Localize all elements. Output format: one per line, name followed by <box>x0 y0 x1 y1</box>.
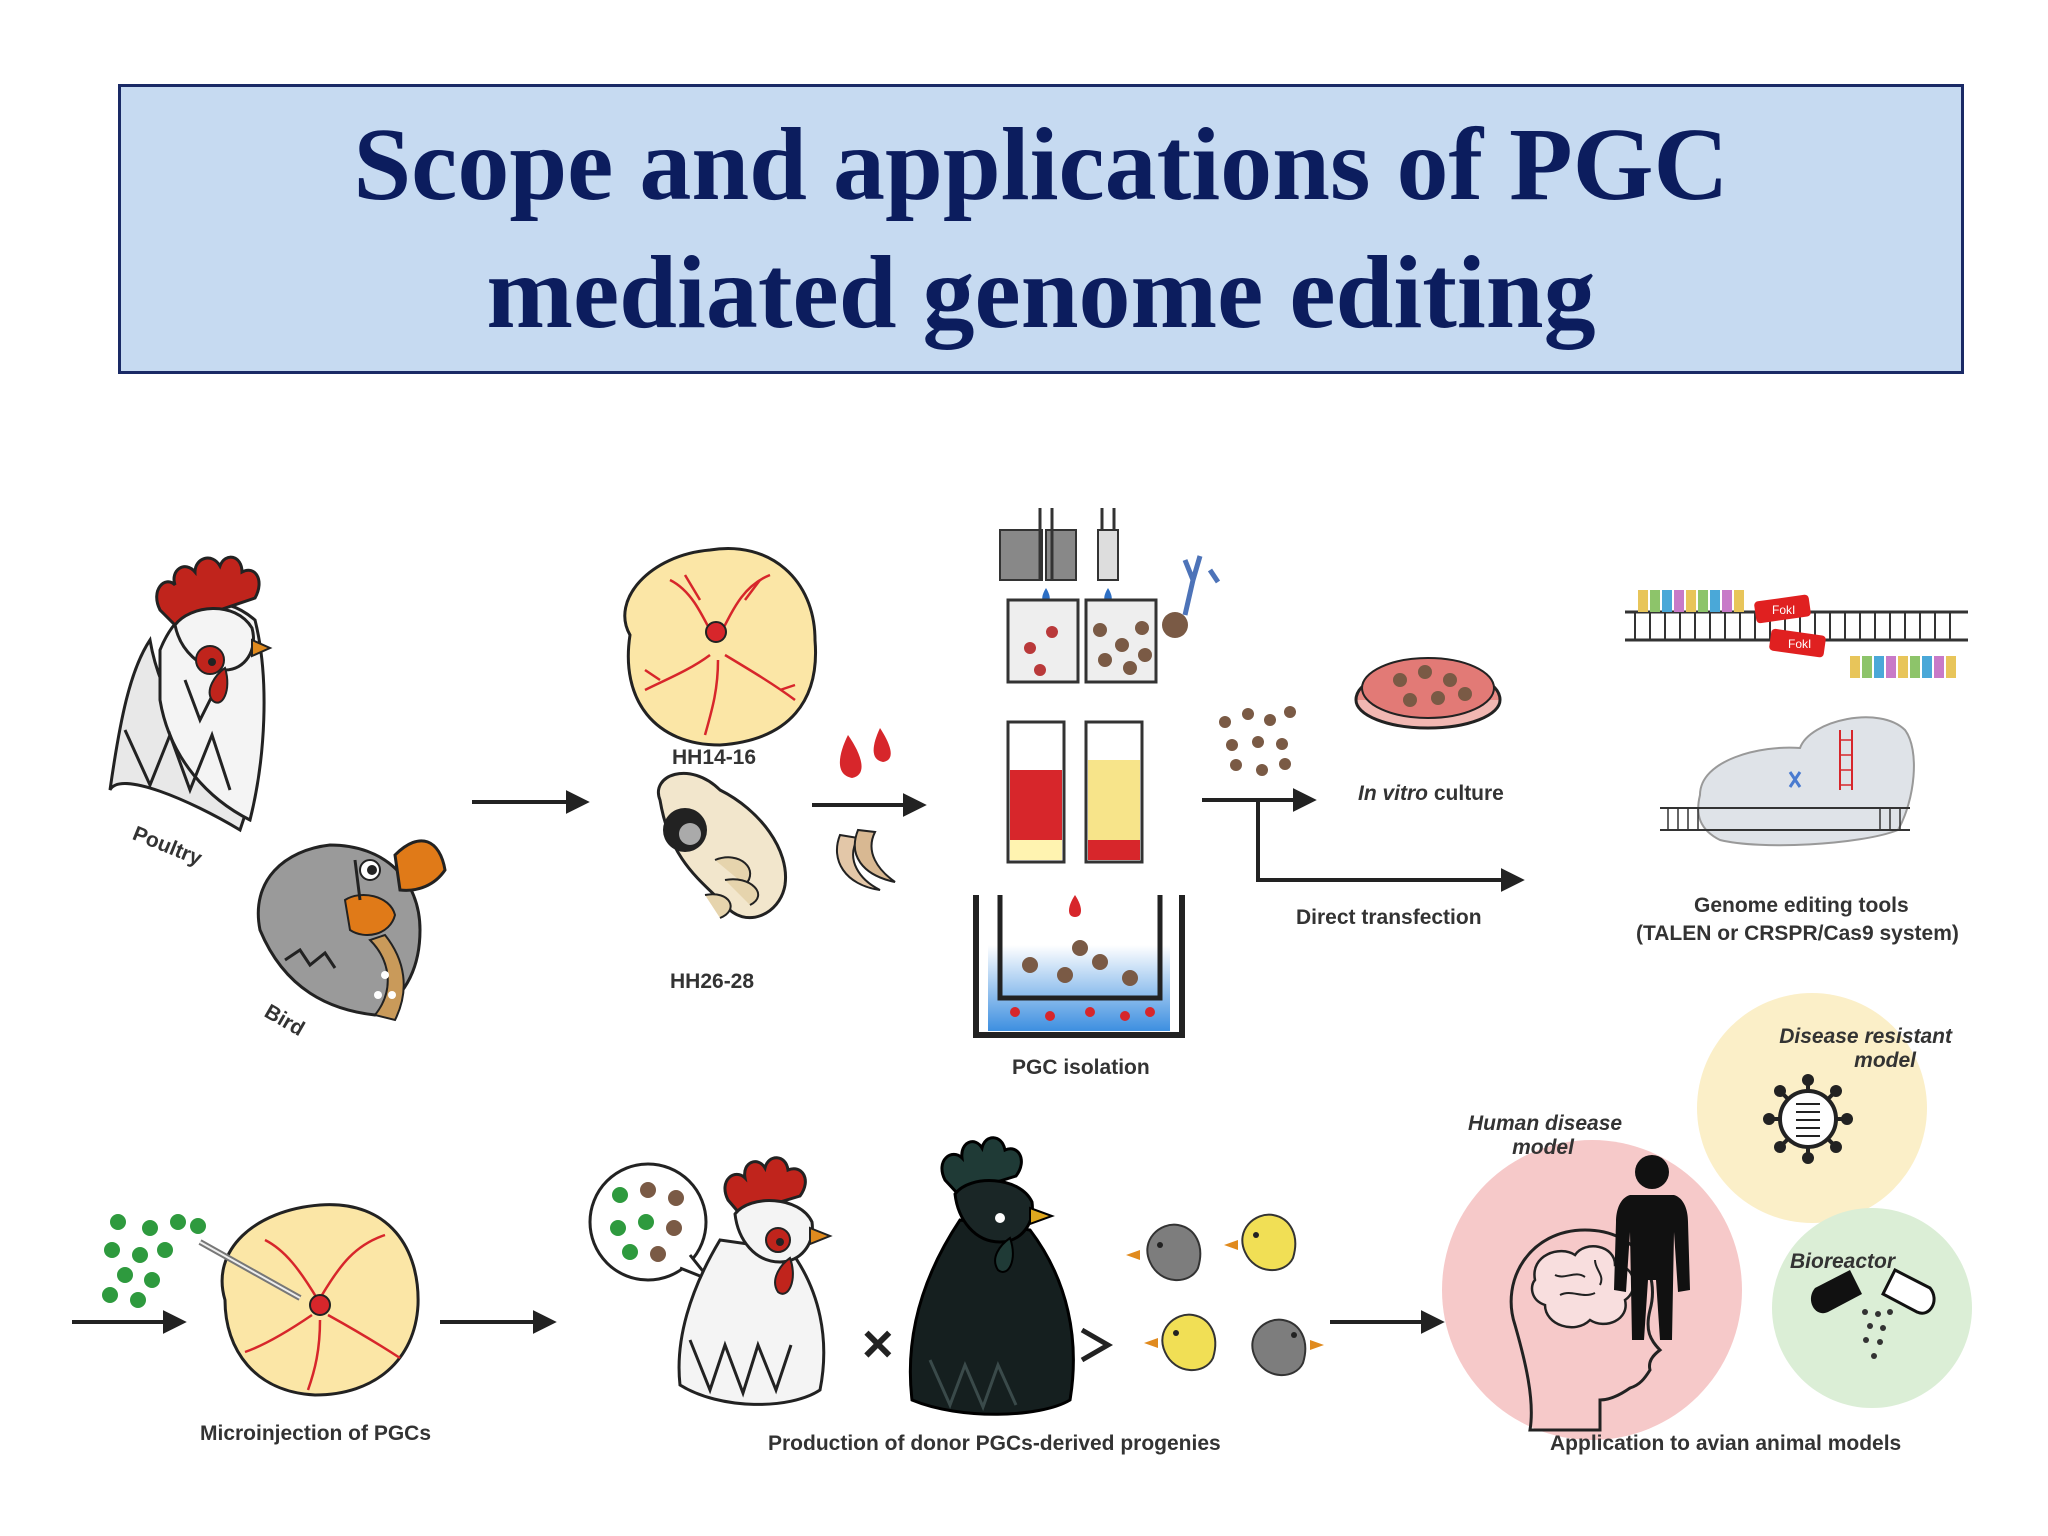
hh14-16-label: HH14-16 <box>672 746 757 769</box>
crispr-cas9-icon <box>1660 716 1915 847</box>
microinjection-label: Microinjection of PGCs <box>200 1422 432 1445</box>
slide-title-line-2: mediated genome editing <box>486 235 1596 350</box>
genome-editing-tools-label: Genome editing tools <box>1694 894 1909 917</box>
petri-dish-icon <box>1354 657 1502 730</box>
bird-finch-icon <box>256 839 447 1022</box>
chick-gray-icon <box>1251 1318 1307 1377</box>
embryo-hh26-28-icon <box>656 771 788 920</box>
recipient-rooster-icon <box>677 1156 833 1406</box>
talen-dna-icon: FokI FokI <box>1625 590 1968 678</box>
embryo-hh14-16-icon <box>623 547 818 747</box>
gonad-tissue-icon <box>835 828 896 891</box>
chick-icons <box>1126 1213 1324 1377</box>
slide-title-line-1: Scope and applications of PGC <box>353 107 1729 222</box>
isolated-pgc-cluster-icon <box>1219 706 1296 776</box>
bioreactor-circle <box>1772 1208 1972 1408</box>
application-label: Application to avian animal models <box>1550 1432 1902 1455</box>
speech-bubble-icon <box>588 1162 715 1284</box>
poultry-rooster-icon <box>108 555 273 833</box>
title-box: Scope and applications of PGC mediated g… <box>118 84 1964 374</box>
arrow-direct-transfection <box>1256 800 1525 892</box>
production-label: Production of donor PGCs-derived progeni… <box>768 1432 1221 1455</box>
cross-symbol: × <box>862 1314 894 1374</box>
magnetic-separation-tubes-icon <box>999 508 1221 684</box>
pgc-isolation-label: PGC isolation <box>1012 1056 1150 1079</box>
chick-gray-icon <box>1146 1223 1202 1282</box>
human-silhouette-icon <box>1614 1155 1690 1340</box>
genome-editing-systems-label: (TALEN or CRSPR/Cas9 system) <box>1636 922 1959 945</box>
bioreactor-capsule-icon <box>1810 1267 1936 1359</box>
chick-yellow-icon <box>1161 1313 1217 1372</box>
microinjected-embryo-icon <box>198 1203 420 1397</box>
transwell-filtration-icon <box>973 895 1185 1038</box>
blood-drop-icon <box>839 728 891 778</box>
hh26-28-label: HH26-28 <box>670 970 755 993</box>
donor-pgc-cluster-icon <box>102 1214 206 1308</box>
density-gradient-tubes-icon <box>1006 720 1144 864</box>
chick-yellow-icon <box>1241 1213 1297 1272</box>
fokl-label-top: FokI <box>1772 603 1795 617</box>
bioreactor-label: Bioreactor <box>1790 1250 1896 1273</box>
black-rooster-icon <box>908 1136 1075 1416</box>
human-head-brain-icon <box>1509 1228 1663 1432</box>
direct-transfection-label: Direct transfection <box>1296 906 1482 929</box>
fokl-label-bottom: FokI <box>1788 637 1811 651</box>
virus-icon <box>1763 1074 1853 1164</box>
chevron-right-icon <box>1080 1327 1114 1363</box>
in-vitro-culture-label: In vitro culture <box>1358 782 1504 805</box>
